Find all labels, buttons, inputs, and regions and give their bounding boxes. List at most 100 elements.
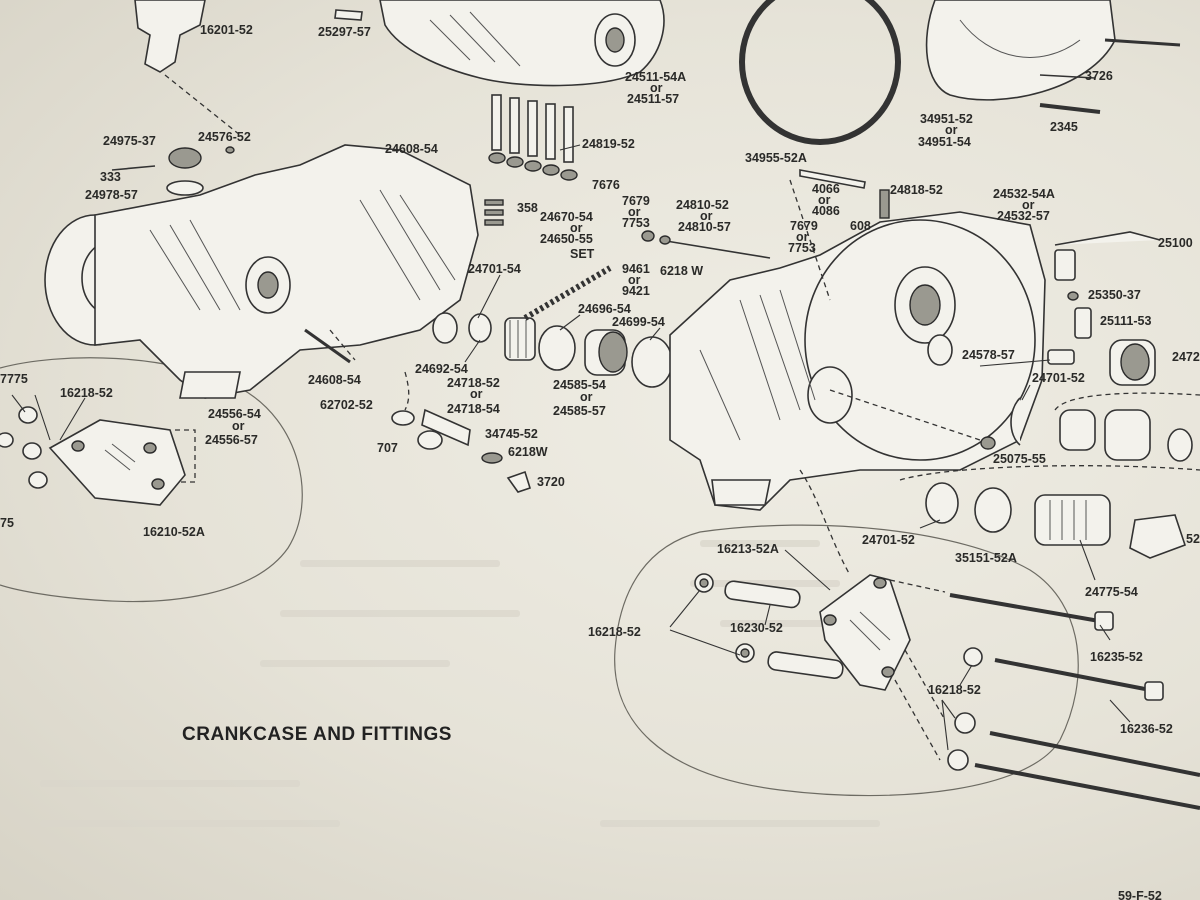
bleed-through-text <box>690 580 840 587</box>
bleed-through-text <box>280 610 520 617</box>
label-6218-w: 6218 W <box>660 264 703 278</box>
label-or: or <box>580 390 593 404</box>
label-24701-52: 24701-52 <box>862 533 915 547</box>
label-24818-52: 24818-52 <box>890 183 943 197</box>
label-7753: 7753 <box>622 216 650 230</box>
label-34745-52: 34745-52 <box>485 427 538 441</box>
label-3720: 3720 <box>537 475 565 489</box>
label-or: or <box>628 273 641 287</box>
gear-case-top-drawing <box>379 0 665 87</box>
label-or: or <box>945 123 958 137</box>
assembly-lines <box>329 179 981 441</box>
label-7676: 7676 <box>592 178 620 192</box>
label-24699-54: 24699-54 <box>612 315 665 329</box>
label-24670-54: 24670-54 <box>540 210 593 224</box>
label-or: or <box>818 193 831 207</box>
cover-top-right-drawing <box>925 0 1181 114</box>
label-24532-54A: 24532-54A <box>993 187 1055 201</box>
label-34951-54: 34951-54 <box>918 135 971 149</box>
label-24692-54: 24692-54 <box>415 362 468 376</box>
label-24701-54: 24701-54 <box>468 262 521 276</box>
label-25111-53: 25111-53 <box>1100 314 1151 328</box>
label-16235-52: 16235-52 <box>1090 650 1143 664</box>
studs-drawing <box>488 94 578 181</box>
label-or: or <box>570 221 583 235</box>
label-608: 608 <box>850 219 871 233</box>
gasket-ring-drawing <box>739 0 901 145</box>
label-24650-55: 24650-55 <box>540 232 593 246</box>
label-or: or <box>470 387 483 401</box>
label-set: SET <box>570 247 595 261</box>
label-333: 333 <box>100 170 121 184</box>
bleed-through-text <box>720 620 830 627</box>
bleed-through-text <box>300 560 500 567</box>
label-24585-54: 24585-54 <box>553 378 606 392</box>
label-16230-52: 16230-52 <box>730 621 783 635</box>
label-25350-37: 25350-37 <box>1088 288 1141 302</box>
label-24608-54: 24608-54 <box>385 142 438 156</box>
label-4066: 4066 <box>812 182 840 196</box>
label-7775: 7775 <box>0 372 28 386</box>
label-25075-55: 25075-55 <box>993 452 1046 466</box>
label-24578-57: 24578-57 <box>962 348 1015 362</box>
label-7679: 7679 <box>622 194 650 208</box>
label-16210-52A: 16210-52A <box>143 525 205 539</box>
label-24696-54: 24696-54 <box>578 302 631 316</box>
label-16213-52A: 16213-52A <box>717 542 779 556</box>
label-7679: 7679 <box>790 219 818 233</box>
label-34951-52: 34951-52 <box>920 112 973 126</box>
label-or: or <box>650 81 663 95</box>
label-4086: 4086 <box>812 204 840 218</box>
right-side-parts-drawing <box>899 231 1200 559</box>
label-24576-52: 24576-52 <box>198 130 251 144</box>
crankcase-right-drawing <box>669 169 1046 511</box>
label-2472: 2472 <box>1172 350 1200 364</box>
label-24701-52: 24701-52 <box>1032 371 1085 385</box>
label-or: or <box>796 230 809 244</box>
label-24810-52: 24810-52 <box>676 198 729 212</box>
label-707: 707 <box>377 441 398 455</box>
bleed-through-text <box>40 780 300 787</box>
label-24819-52: 24819-52 <box>582 137 635 151</box>
label-24718-52: 24718-52 <box>447 376 500 390</box>
label-or: or <box>628 205 641 219</box>
fitting-cap-drawing <box>111 146 235 196</box>
label-24718-54: 24718-54 <box>447 402 500 416</box>
bleed-through-text <box>40 820 340 827</box>
label-6218w: 6218W <box>508 445 548 459</box>
leader-lines <box>11 144 1131 751</box>
diagram-title: CRANKCASE AND FITTINGS <box>182 724 452 745</box>
bleed-through-text <box>600 820 880 827</box>
plate-right-drawing <box>694 469 1200 810</box>
label-24810-57: 24810-57 <box>678 220 731 234</box>
label-358: 358 <box>517 201 538 215</box>
label-34955-52A: 34955-52A <box>745 151 807 165</box>
label-7753: 7753 <box>788 241 816 255</box>
label-16218-52: 16218-52 <box>60 386 113 400</box>
label-24608-54: 24608-54 <box>308 373 361 387</box>
mount-bracket-top-drawing <box>134 0 363 136</box>
gear-bearing-set-drawing <box>391 230 771 493</box>
label-24511-57: 24511-57 <box>627 92 679 106</box>
label-24975-37: 24975-37 <box>103 134 156 148</box>
label-24978-57: 24978-57 <box>85 188 138 202</box>
label-page-code: 59-F-52 <box>1118 889 1162 900</box>
label-16236-52: 16236-52 <box>1120 722 1173 736</box>
bleed-through-text <box>700 540 820 547</box>
label-24511-54A: 24511-54A <box>625 70 686 84</box>
label-25100: 25100 <box>1158 236 1193 250</box>
label-or: or <box>1022 198 1035 212</box>
label-16218-52: 16218-52 <box>928 683 981 697</box>
label-3726: 3726 <box>1085 69 1113 83</box>
label-24556-54: 24556-54 <box>208 407 261 421</box>
label-16201-52: 16201-52 <box>200 23 253 37</box>
label-25297-57: 25297-57 <box>318 25 371 39</box>
label-9421: 9421 <box>622 284 650 298</box>
label-75: 75 <box>0 516 14 530</box>
label-or: or <box>232 419 245 433</box>
bleed-through-text <box>260 660 450 667</box>
label-24556-57: 24556-57 <box>205 433 258 447</box>
label-35151-52A: 35151-52A <box>955 551 1017 565</box>
crankcase-left-drawing <box>44 144 504 399</box>
